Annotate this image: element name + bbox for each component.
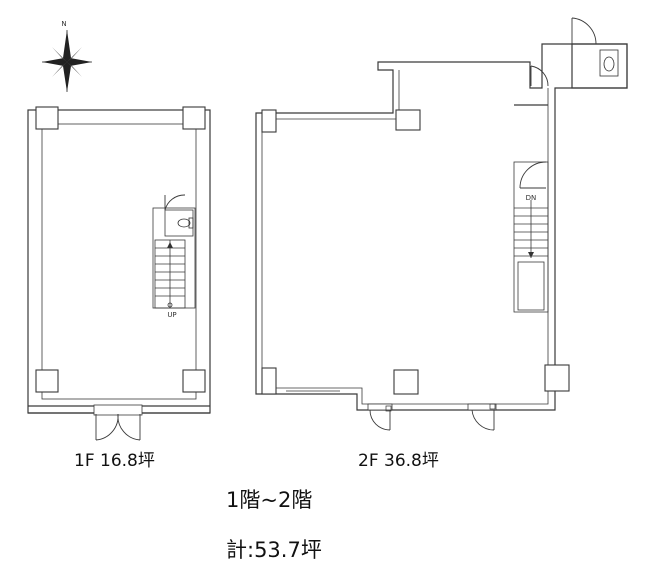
column <box>35 106 59 130</box>
toilet-2f <box>530 17 628 89</box>
column <box>182 106 206 130</box>
door-2f-bottom-left <box>367 403 393 431</box>
compass-north-letter: N <box>61 20 66 28</box>
compass-rose-icon: N <box>42 20 92 92</box>
stairs-2f: DN <box>513 161 549 313</box>
stairs-up-label: UP <box>167 311 176 319</box>
stairs-1f: UP <box>152 207 196 319</box>
stairs-down-label: DN <box>526 194 537 202</box>
column <box>544 364 570 392</box>
column <box>395 109 421 131</box>
column <box>393 369 419 395</box>
door-2f-bottom-right <box>467 403 497 431</box>
toilet-1f <box>164 194 194 237</box>
column <box>261 367 277 395</box>
column <box>182 369 206 393</box>
total-area-label: 計:53.7坪 <box>226 538 322 562</box>
column <box>35 369 59 393</box>
entrance-door <box>93 404 143 441</box>
column <box>261 109 277 133</box>
floor-2f-plan: DN <box>255 17 628 431</box>
floor-1f-area-label: 1F 16.8坪 <box>74 451 155 471</box>
floor-1f-plan: UP <box>27 106 211 441</box>
floors-range-label: 1階~2階 <box>226 488 313 512</box>
floor-2f-area-label: 2F 36.8坪 <box>358 451 439 471</box>
